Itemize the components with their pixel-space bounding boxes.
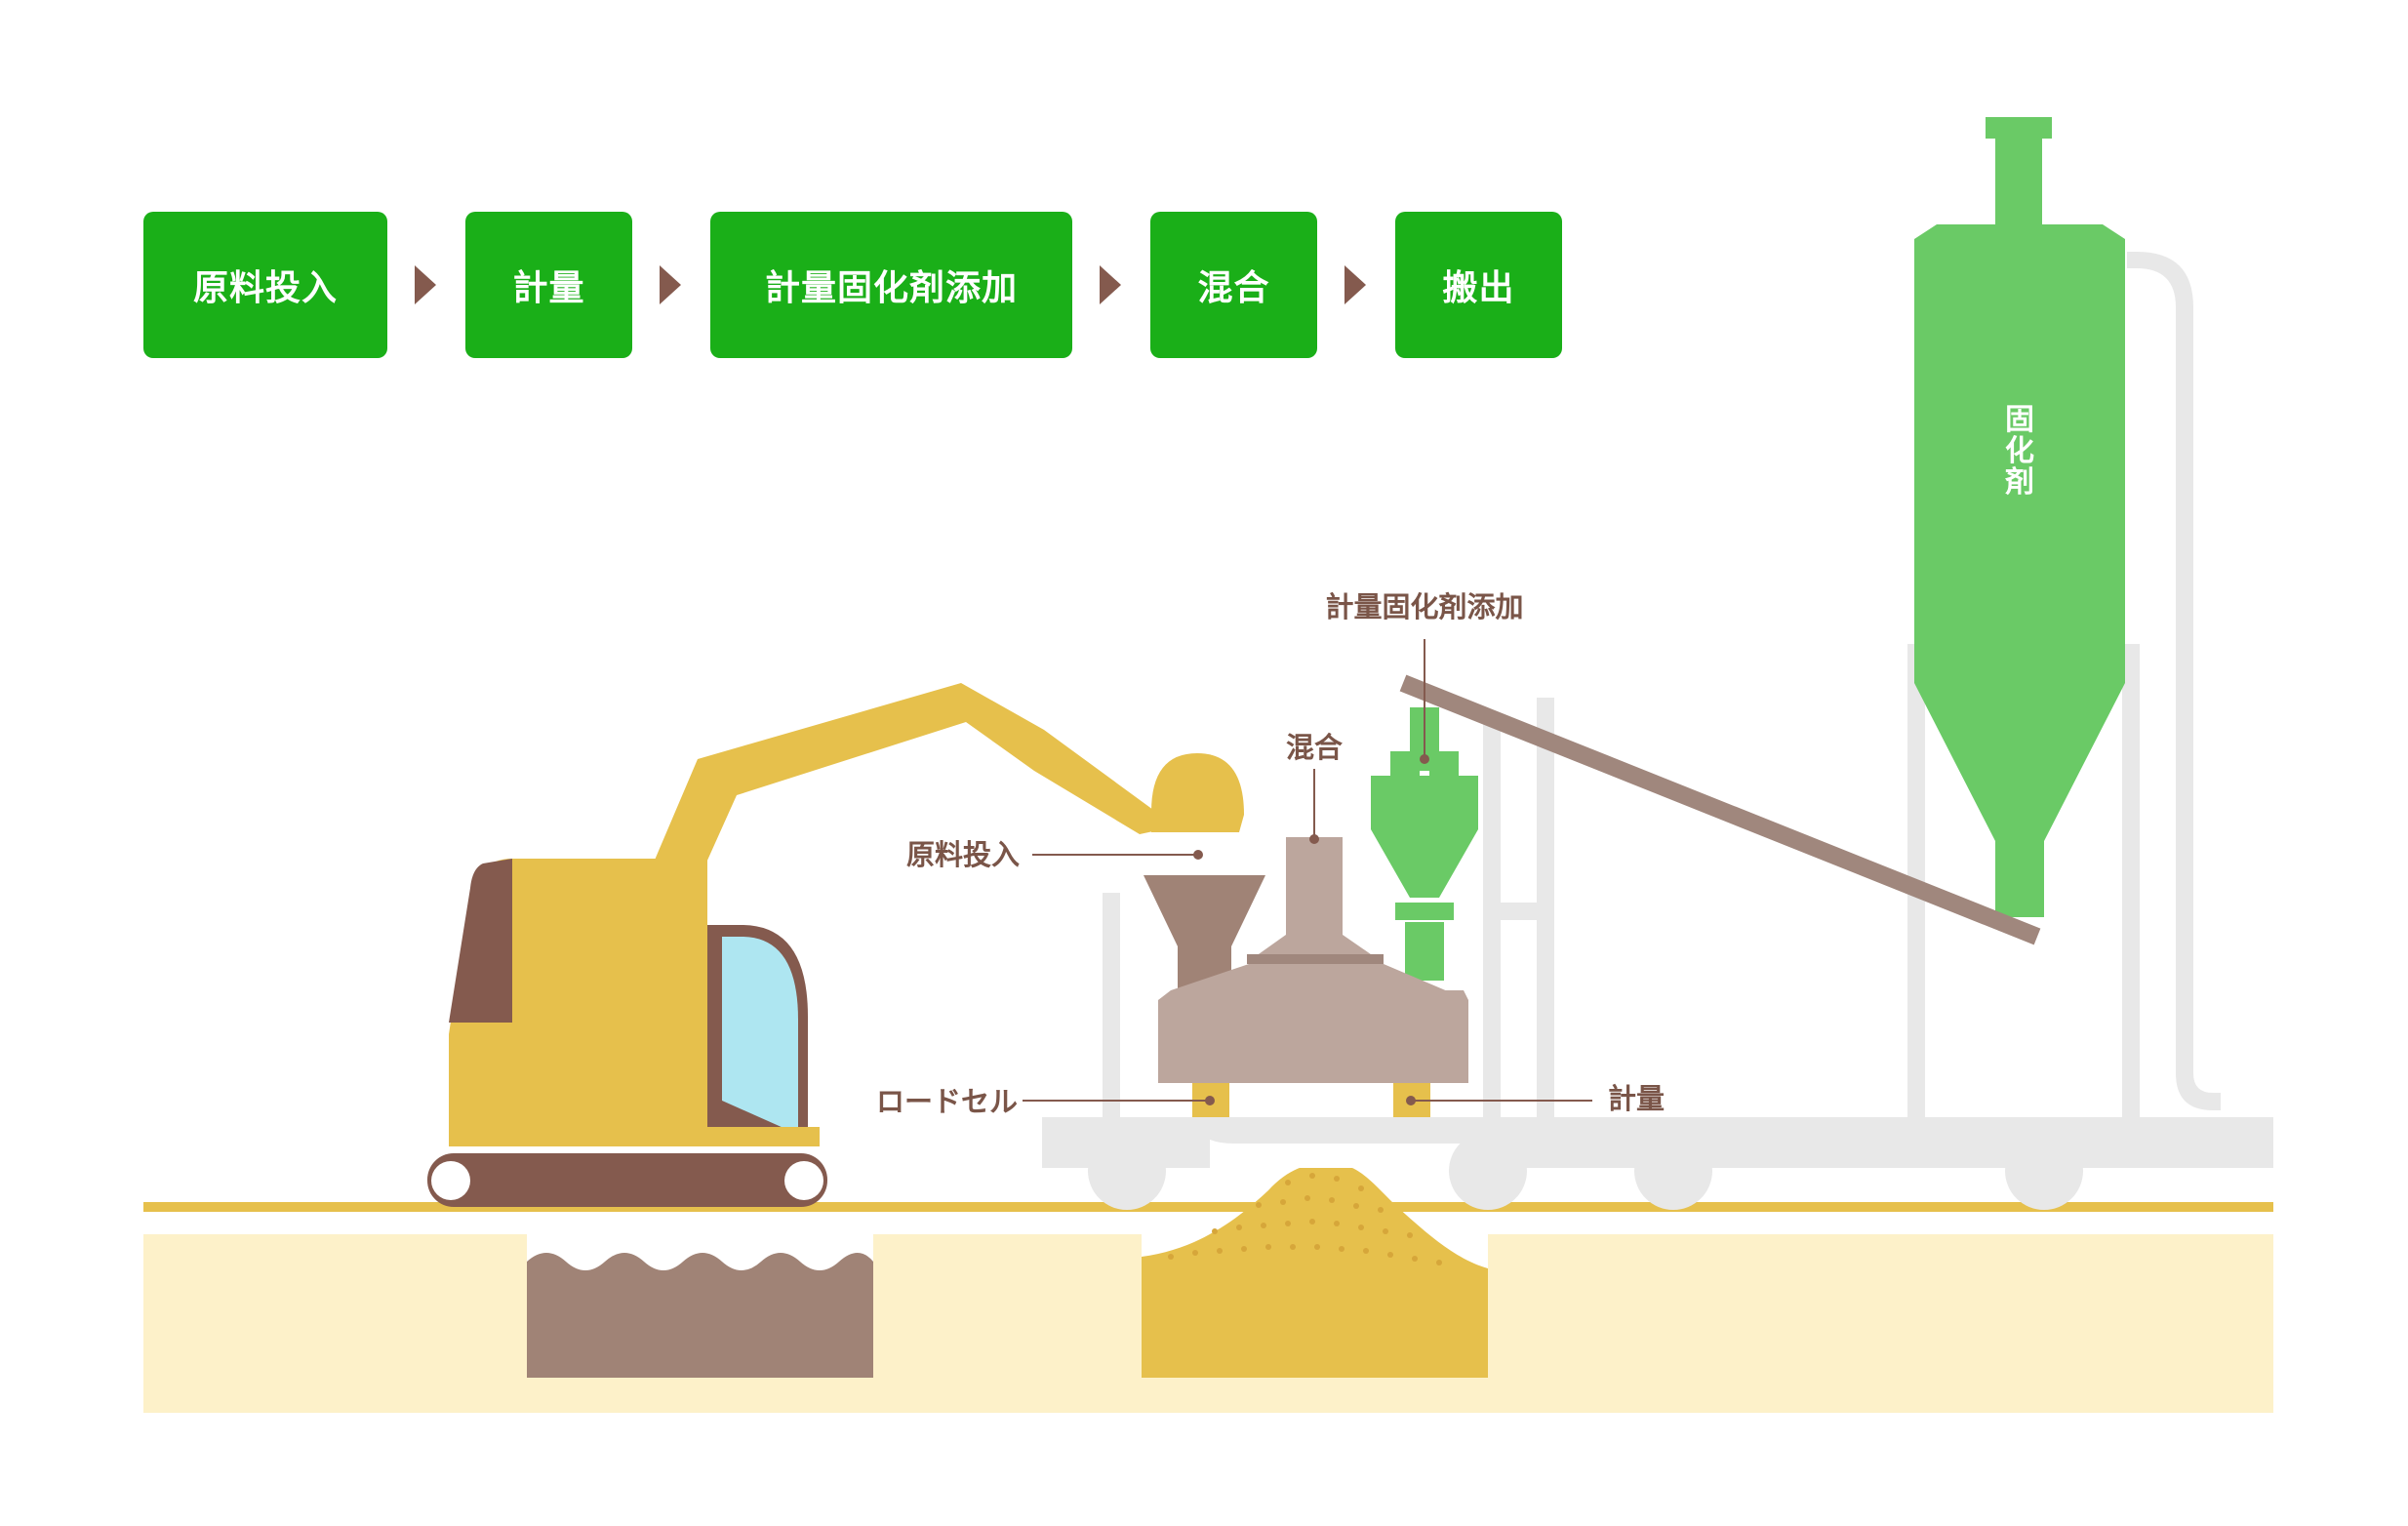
excavator-bucket: [1151, 753, 1244, 832]
step-weighing: 計量: [465, 212, 632, 358]
callout-feed: 原料投入: [906, 838, 1020, 871]
pile-texture: [1168, 1173, 1442, 1265]
step-label: 搬出: [1442, 268, 1515, 308]
silo-label: 固 化 剤: [2004, 403, 2034, 500]
svg-text:固: 固: [2005, 403, 2034, 437]
step-label: 計量: [512, 268, 585, 308]
step-dosing-agent: 計量固化剤添加: [710, 212, 1072, 358]
step-discharge: 搬出: [1395, 212, 1562, 358]
svg-text:化: 化: [2005, 434, 2034, 468]
step-mixing: 混合: [1150, 212, 1317, 358]
flow-arrow-icon: [415, 265, 436, 304]
binder-dosing-hopper: [1371, 707, 1478, 981]
excavator: [427, 683, 1244, 1207]
callout-mixing: 混合: [1286, 731, 1343, 764]
step-label: 混合: [1197, 268, 1270, 308]
excavator-arm: [581, 683, 1153, 1034]
callout-loadcell: ロードセル: [876, 1085, 1018, 1118]
step-raw-material-input: 原料投入: [143, 212, 387, 358]
callout-lines: [1023, 639, 1592, 1105]
treated-soil-pile: [1142, 1163, 1488, 1378]
plant-frame: [1042, 252, 2273, 1210]
ground: [143, 1163, 2273, 1413]
cab-window: [722, 937, 798, 1132]
process-flow: 原料投入 計量 計量固化剤添加 混合 搬出: [0, 0, 2408, 390]
flow-arrow-icon: [1100, 265, 1121, 304]
callout-dosing: 計量固化剤添加: [1325, 590, 1523, 623]
svg-text:剤: 剤: [2004, 465, 2034, 500]
screw-conveyor: [1399, 674, 2041, 945]
callout-weighing: 計量: [1608, 1082, 1665, 1115]
flow-arrow-icon: [660, 265, 681, 304]
step-label: 原料投入: [192, 268, 338, 308]
soil-pit: [527, 1253, 873, 1378]
binder-silo: [1914, 117, 2125, 917]
excavator-track: [427, 1153, 827, 1207]
excavator-engine-cover: [449, 859, 512, 1023]
step-label: 計量固化剤添加: [764, 268, 1018, 308]
flow-arrow-icon: [1344, 265, 1366, 304]
